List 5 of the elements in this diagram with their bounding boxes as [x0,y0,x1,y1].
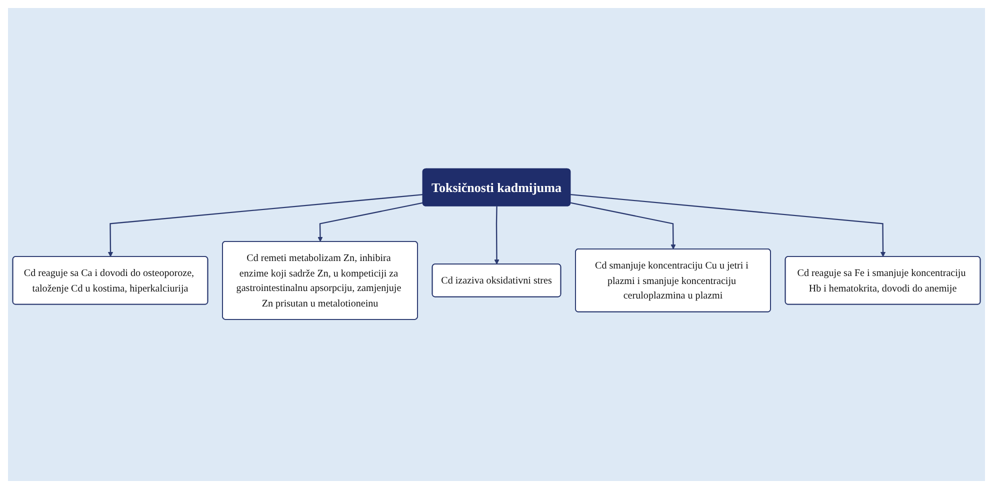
arrow [318,202,424,242]
arrow [570,202,676,250]
arrow [494,206,500,265]
arrow [570,194,886,258]
arrow [108,194,424,258]
